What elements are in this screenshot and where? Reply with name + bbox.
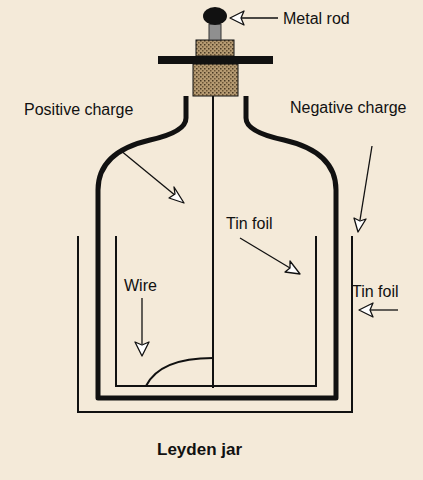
part-label: Negative charge (290, 98, 410, 117)
rod-knob (203, 7, 227, 25)
caption: Leyden jar (157, 440, 242, 459)
part-label: Metal rod (283, 9, 350, 28)
rod-collar (196, 40, 234, 56)
glass-jar (98, 96, 336, 398)
inner-tin-foil (116, 236, 316, 386)
stopper (193, 64, 238, 96)
leader-arrows (120, 11, 398, 356)
wire (146, 358, 213, 386)
part-label: Tin foil (352, 282, 399, 301)
part-label: Wire (124, 276, 157, 295)
part-label: Positive charge (24, 100, 144, 119)
metal-rod (212, 96, 214, 388)
metal-rod-top (209, 24, 221, 40)
part-label: Tin foil (226, 214, 273, 233)
jar-lid (158, 56, 273, 64)
outer-tin-foil (78, 236, 352, 412)
